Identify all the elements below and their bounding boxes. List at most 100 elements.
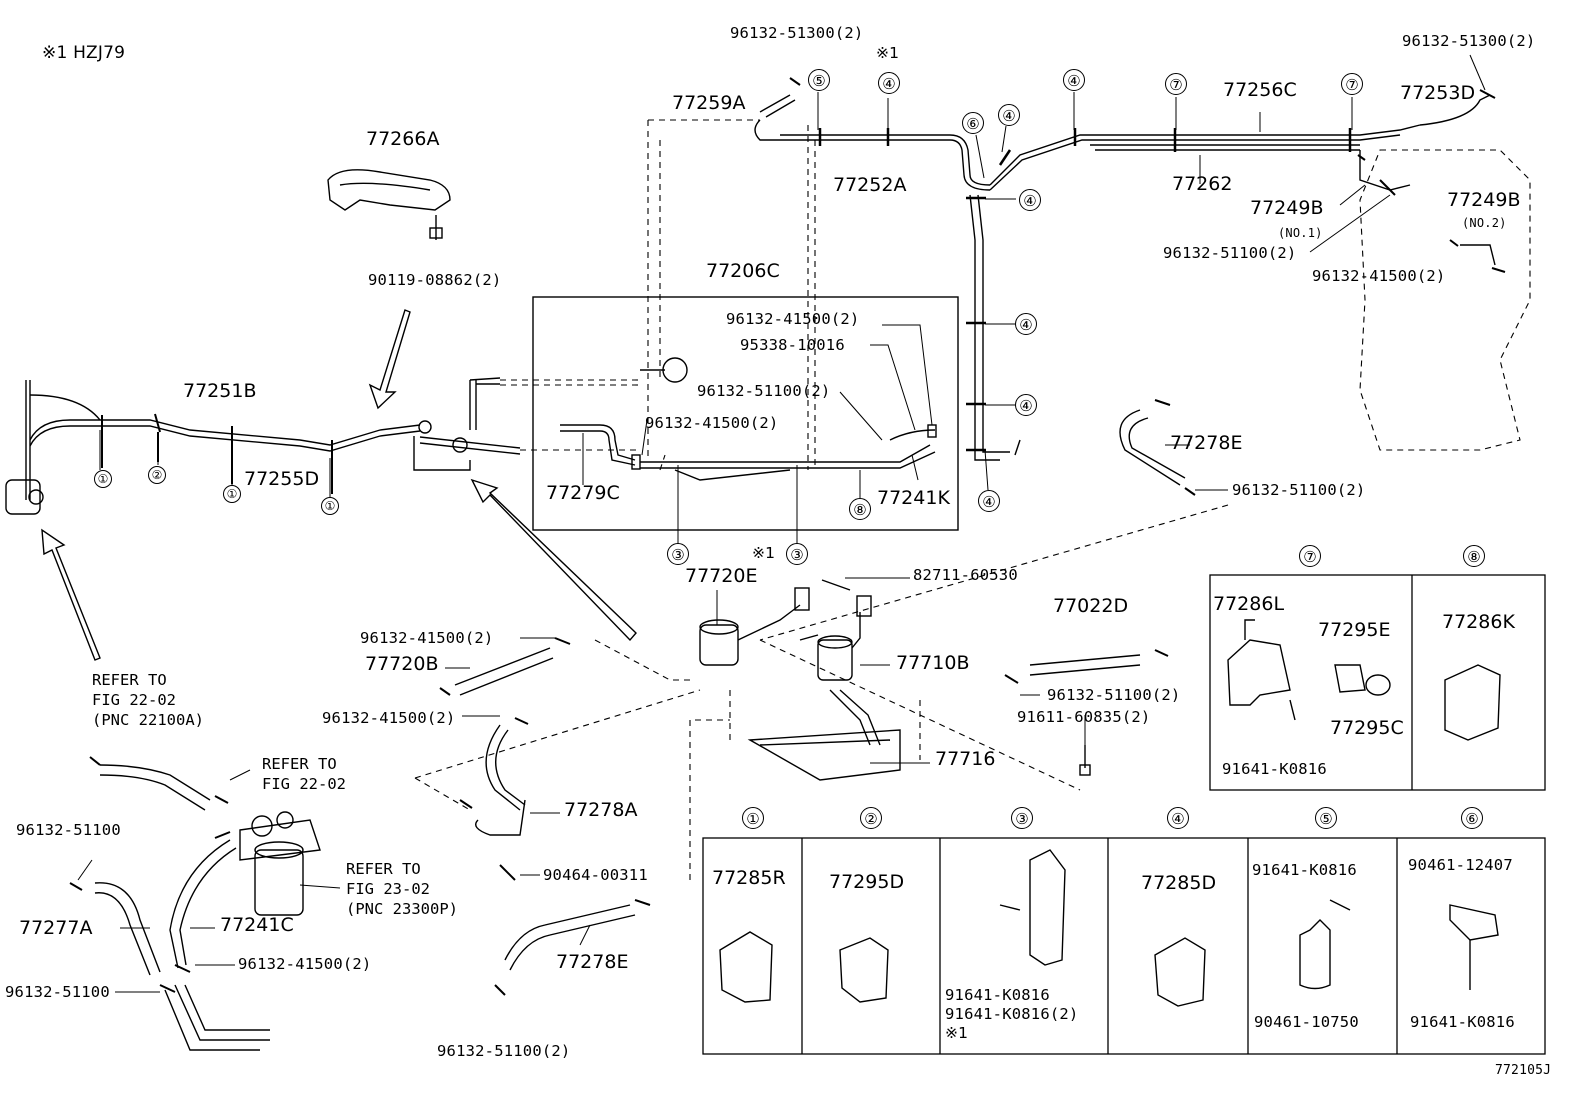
part-label: 77266A [366,128,440,150]
legend-3-number: ③ [1011,807,1033,829]
legend-part-label: 77286K [1442,611,1515,633]
callout-8: ⑧ [849,498,871,520]
part-label: 96132-41500(2) [1312,267,1446,285]
part-label: 91611-60835(2) [1017,708,1151,726]
part-label: 96132-41500(2) [360,629,494,647]
legend-part-label: 90461-10750 [1254,1013,1359,1031]
part-label: 77253D [1400,82,1476,104]
legend-part-label: 91641-K0816 [1222,760,1327,778]
legend-frame [702,574,1546,1055]
line-77251b [5,377,521,515]
hoses [94,409,1186,1051]
part-label: 77249B [1250,197,1324,219]
legend-2-number: ② [860,807,882,829]
legend-part-label: 77285D [1141,872,1217,894]
callout-1: ① [223,485,241,503]
legend-part-label: 77295E [1318,619,1391,641]
part-note: (NO.2) [1462,216,1507,230]
part-label: 77259A [672,92,746,114]
refer-note-3: REFER TO FIG 23-02 (PNC 23300P) [346,859,458,919]
callout-4: ④ [978,490,1000,512]
refer-line: FIG 22-02 [262,775,346,793]
callout-5: ⑤ [808,69,830,91]
part-label: 77252A [833,174,907,196]
part-label: 96132-41500(2) [322,709,456,727]
refer-line: REFER TO [92,671,167,689]
callout-1: ① [321,497,339,515]
part-label: 77720B [365,653,439,675]
model-note-mark: ※1 [876,44,900,62]
legend-5-number: ⑤ [1315,807,1337,829]
refer-line: REFER TO [346,860,421,878]
part-note: (NO.1) [1278,226,1323,240]
part-label: 77251B [183,380,257,402]
part-label: 96132-51100(2) [1047,686,1181,704]
part-label: 90119-08862(2) [368,271,502,289]
legend-part-label: 91641-K0816(2) [945,1005,1079,1023]
part-label: 96132-51300(2) [730,24,864,42]
legend-part-label: 91641-K0816 [945,986,1050,1004]
part-label: 77720E [685,565,758,587]
model-note-mark: ※1 [752,544,776,562]
callout-7: ⑦ [1165,73,1187,95]
part-label: 77278E [1170,432,1243,454]
part-label: 77255D [244,468,320,490]
clamps [69,77,1506,996]
line-77252a [754,94,1496,461]
callout-7: ⑦ [1341,73,1363,95]
callout-4: ④ [1015,394,1037,416]
protector-77266a [327,169,451,240]
callout-4: ④ [1019,189,1041,211]
legend-drawings [719,619,1501,1007]
part-label: 82711-60530 [913,566,1018,584]
callout-4: ④ [878,72,900,94]
callout-1: ① [94,470,112,488]
part-label: 95338-10016 [740,336,845,354]
legend-1-number: ① [742,807,764,829]
part-label: 77241K [877,487,950,509]
box-parts [560,357,937,481]
callout-4: ④ [1015,313,1037,335]
part-label: 96132-41500(2) [726,310,860,328]
arrows [41,309,637,661]
legend-part-label: 77285R [712,867,786,889]
part-label: 96132-51100 [16,821,121,839]
filter-assembly [239,811,321,916]
part-label: 96132-51100(2) [1232,481,1366,499]
callout-2: ② [148,466,166,484]
part-label: 77241C [220,914,294,936]
part-label: 96132-41500(2) [238,955,372,973]
refer-line: (PNC 22100A) [92,711,204,729]
refer-note-2: REFER TO FIG 22-02 [262,754,346,794]
part-label: 77278A [564,799,638,821]
box-77206c [532,296,959,531]
refer-line: FIG 22-02 [92,691,176,709]
refer-line: FIG 23-02 [346,880,430,898]
legend-part-label: 91641-K0816 [1410,1013,1515,1031]
dashed-lines [414,119,1531,880]
legend-part-label: 77295C [1330,717,1404,739]
part-label: 96132-51300(2) [1402,32,1536,50]
refer-note-1: REFER TO FIG 22-02 (PNC 22100A) [92,670,204,730]
legend-part-note: ※1 [945,1024,969,1042]
legend-part-label: 90461-12407 [1408,856,1513,874]
callout-3: ③ [786,543,808,565]
part-label: 77249B [1447,189,1521,211]
part-label: 77022D [1053,595,1129,617]
part-label: 96132-51100(2) [437,1042,571,1060]
part-label: 96132-41500(2) [645,414,779,432]
model-note: ※1 HZJ79 [42,43,126,63]
callout-4: ④ [998,104,1020,126]
part-label: 77206C [706,260,780,282]
callout-4: ④ [1063,69,1085,91]
part-label: 96132-51100(2) [1163,244,1297,262]
part-label: 77716 [935,748,996,770]
callout-3: ③ [667,543,689,565]
legend-6-number: ⑥ [1461,807,1483,829]
legend-8-number: ⑧ [1463,545,1485,567]
legend-part-label: 91641-K0816 [1252,861,1357,879]
legend-part-label: 77295D [829,871,905,893]
part-label: 77278E [556,951,629,973]
legend-part-label: 77286L [1213,593,1285,615]
